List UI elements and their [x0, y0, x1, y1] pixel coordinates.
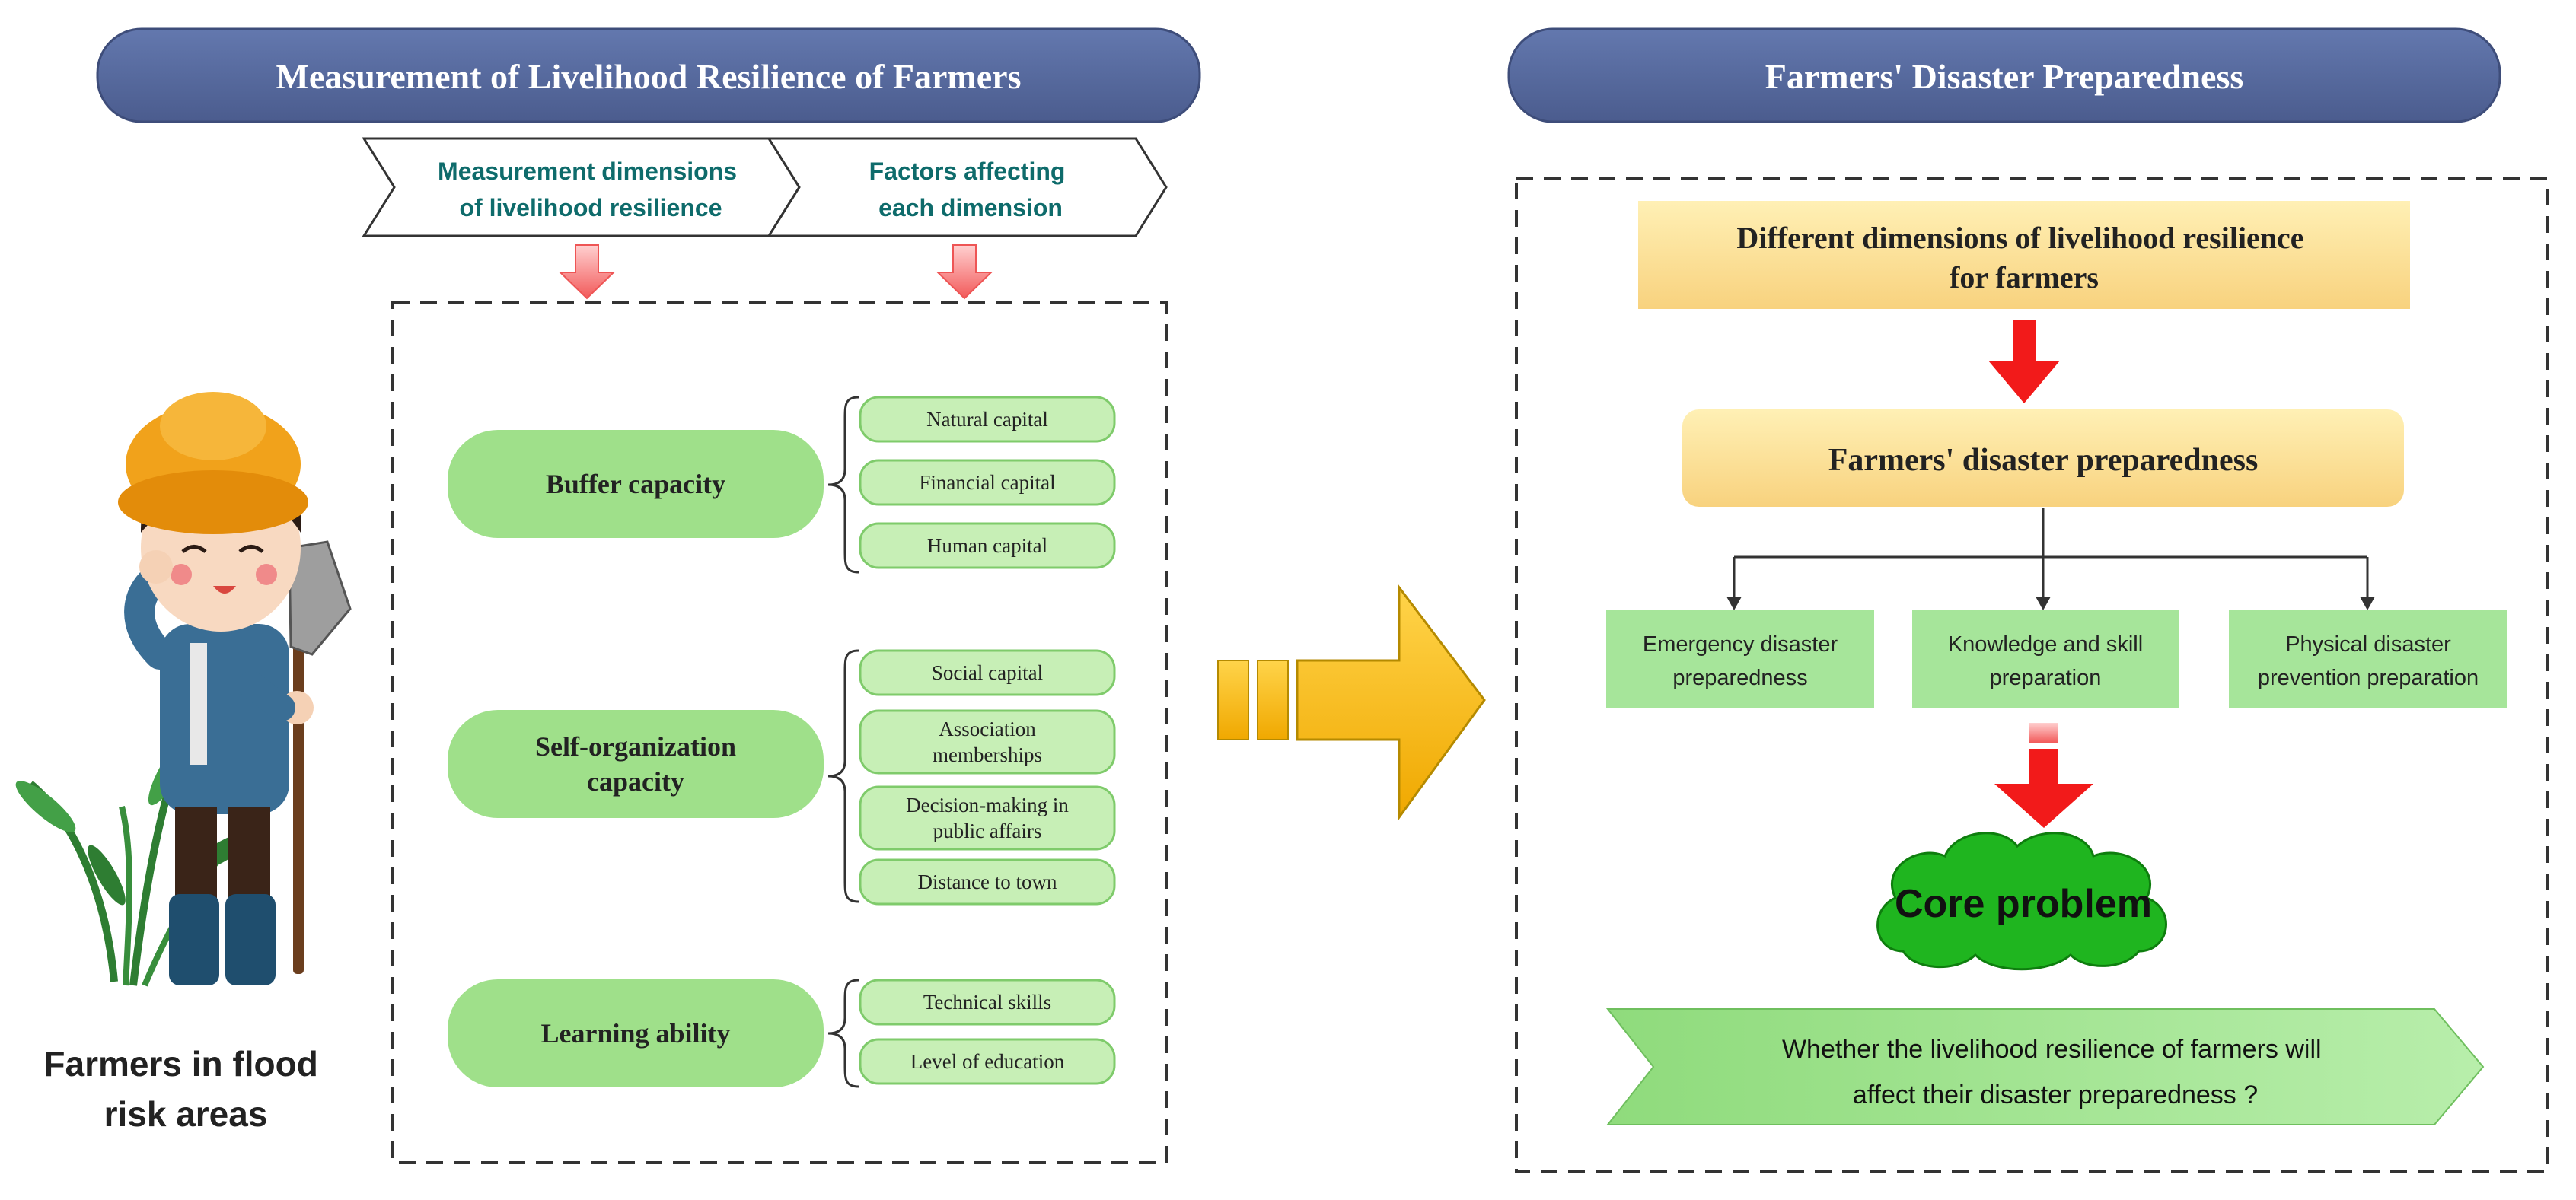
core-problem-label: Core problem [1895, 882, 2152, 926]
branch-bg [1606, 610, 1874, 708]
factor-label: Distance to town [918, 871, 1057, 893]
question-line-1: Whether the livelihood resilience of far… [1782, 1035, 2322, 1064]
chevron-1-line-2: of livelihood resilience [460, 194, 722, 221]
svg-text:Factors affecting each: Factors affecting each dimension [869, 158, 1073, 221]
question-banner: Whether the livelihood resilience of far… [1605, 1008, 2485, 1125]
dimension-label: Learning ability [540, 1018, 730, 1049]
left-dashed-container [391, 301, 1168, 1164]
chevron-measurement-dimensions: Measurement dimensions of livelihood res… [362, 137, 801, 237]
factor-box [859, 785, 1116, 851]
branch-bg [1912, 610, 2179, 708]
curly-brace [827, 979, 859, 1088]
farmer-illustration [15, 392, 352, 987]
dimension-pill [448, 710, 824, 818]
factor-box [859, 522, 1116, 569]
branch-connectors [1726, 508, 2375, 610]
factor-box [859, 979, 1116, 1026]
factor-box [859, 396, 1116, 443]
hoe-icon [288, 540, 352, 974]
red-down-arrow-1 [1988, 320, 2060, 403]
left-panel: Measurement of Livelihood Resilience of … [15, 27, 1201, 1164]
chevron-factors: Factors affecting each dimension [767, 137, 1168, 237]
chevron-2-line-1: Factors affecting [869, 158, 1066, 185]
curly-brace [827, 396, 859, 574]
chevron-2-line-2: each dimension [878, 194, 1063, 221]
svg-text:Measurement dimensions: Measurement dimensions of livelihood res… [438, 158, 744, 221]
top-yellow-box: Different dimensions of livelihood resil… [1638, 201, 2410, 309]
dimension-1: Buffer capacity Natural capitalFinancial … [448, 396, 1116, 574]
mid-yellow-box: Farmers' disaster preparedness [1682, 409, 2404, 507]
factor-box [859, 1038, 1116, 1085]
dimension-pill [448, 979, 824, 1087]
factor-box [859, 858, 1116, 906]
big-right-arrow [1296, 584, 1486, 821]
right-header: Farmers' Disaster Preparedness [1507, 27, 2501, 123]
left-header-bg [96, 27, 1201, 123]
factor-label: Social capital [932, 661, 1043, 684]
dimension-group: Buffer capacity Natural capitalFinancial … [448, 396, 1116, 1088]
pink-down-arrow-left [558, 244, 616, 300]
branch-bg [2229, 610, 2507, 708]
core-problem-cloud: Core problem [1876, 832, 2167, 971]
question-line-2: affect their disaster preparedness ? [1853, 1081, 2258, 1109]
svg-text:Farmers in flood risk ar: Farmers in flood risk areas [43, 1044, 327, 1134]
pink-down-arrow-right [936, 244, 993, 300]
mid-box-label: Farmers' disaster preparedness [1828, 443, 2259, 478]
farmer-caption-line-2: risk areas [104, 1094, 268, 1134]
top-box-line-1: Different dimensions of livelihood resil… [1736, 221, 2303, 255]
factor-box [859, 649, 1116, 696]
svg-text:Different dimensions of liveli: Different dimensions of livelihood resil… [1736, 221, 2311, 294]
right-header-bg [1507, 27, 2501, 123]
factor-label: Human capital [927, 534, 1047, 557]
factor-box [859, 459, 1116, 506]
factor-label: Natural capital [926, 408, 1048, 431]
factor-label: Technical skills [923, 991, 1051, 1014]
transition-arrow [1217, 584, 1486, 821]
top-box-line-2: for farmers [1950, 260, 2099, 294]
svg-text:Whether the livelihood resilie: Whether the livelihood resilience of far… [1782, 1035, 2329, 1109]
factor-box [859, 709, 1116, 775]
red-down-arrow-2 [1994, 749, 2093, 828]
right-panel: Farmers' Disaster Preparedness Different… [1507, 27, 2549, 1173]
farmer-caption-line-1: Farmers in flood [43, 1044, 317, 1084]
dimension-pill [448, 430, 824, 538]
curly-brace [827, 649, 859, 903]
left-header: Measurement of Livelihood Resilience of … [96, 27, 1201, 123]
pink-square [2029, 723, 2058, 743]
factor-label: Level of education [910, 1050, 1065, 1073]
chevron-1-line-1: Measurement dimensions [438, 158, 737, 185]
transition-arrow-bar-2 [1257, 660, 1289, 740]
transition-arrow-bar-1 [1217, 660, 1249, 740]
factor-label: Financial capital [919, 471, 1055, 494]
left-header-title: Measurement of Livelihood Resilience of … [276, 57, 1022, 96]
dimension-label: Buffer capacity [546, 469, 725, 499]
right-header-title: Farmers' Disaster Preparedness [1765, 57, 2244, 96]
